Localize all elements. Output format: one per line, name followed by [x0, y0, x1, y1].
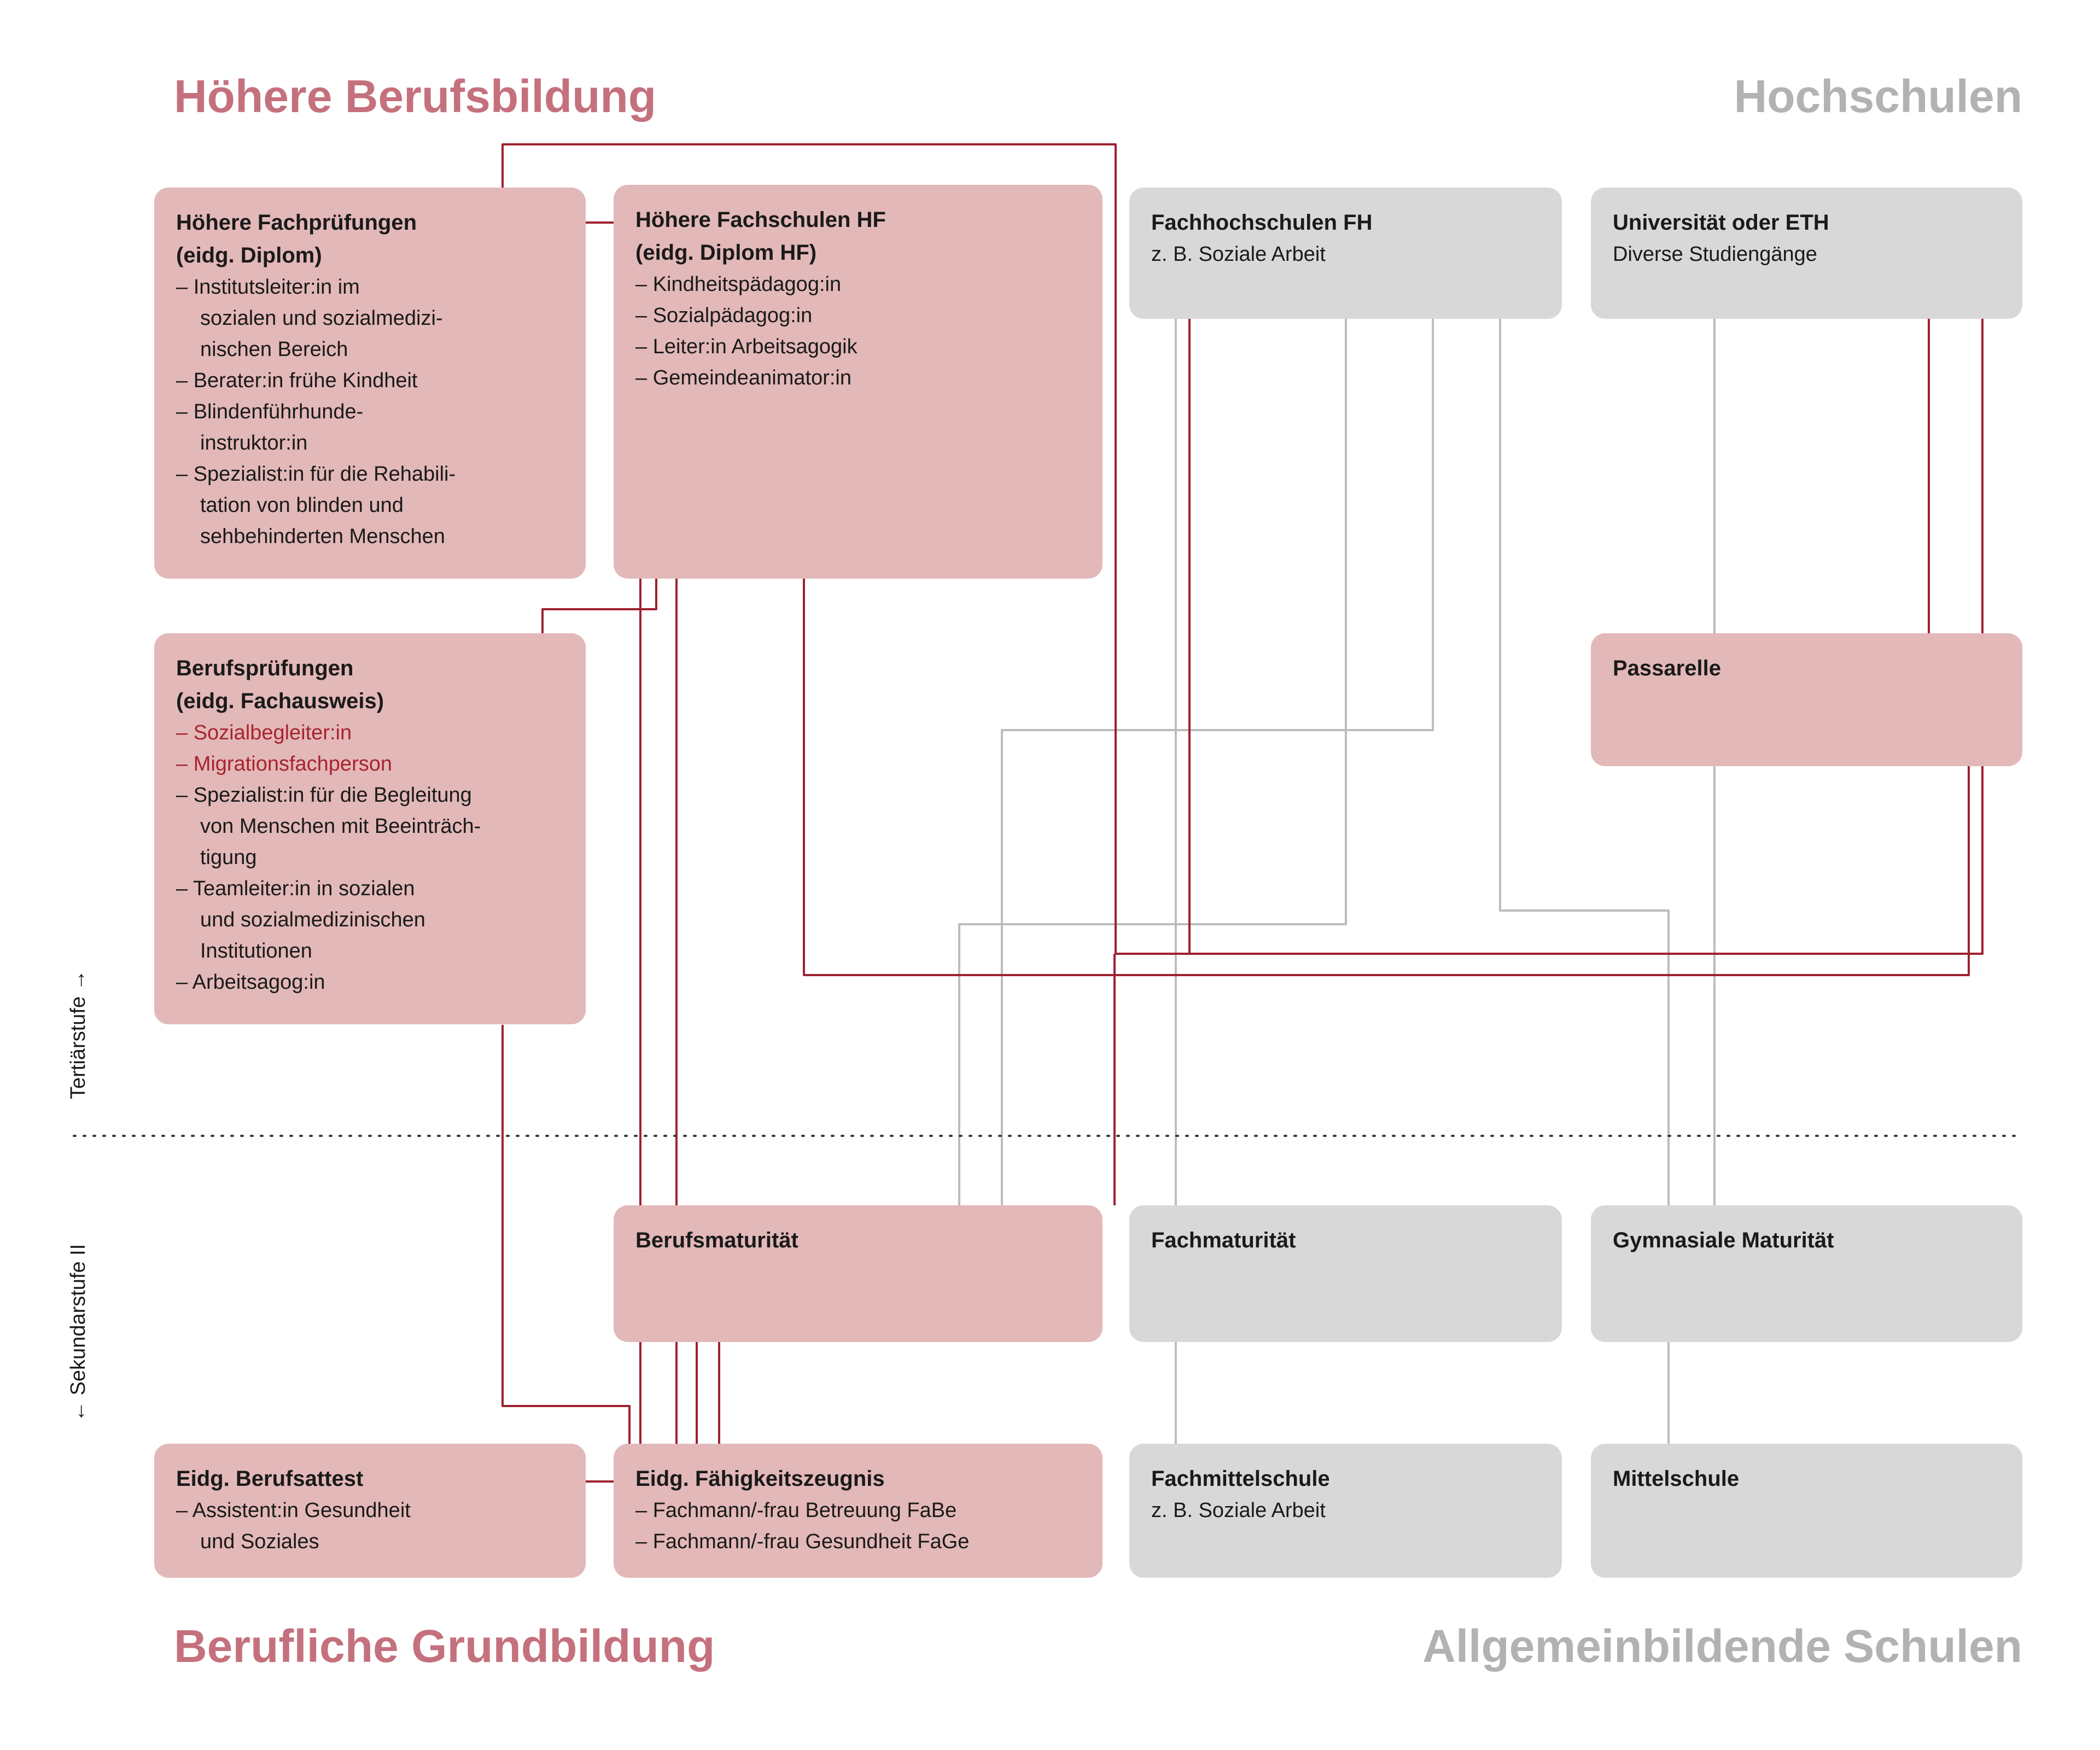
box-title: Fachhochschulen FH: [1151, 211, 1373, 235]
box-hoehere-fachschulen: Höhere Fachschulen HF (eidg. Diplom HF) …: [614, 185, 1102, 579]
axis-label-sekundarstufe: ← Sekundarstufe II: [67, 1244, 90, 1422]
list-item: – Assistent:in Gesundheit und Soziales: [176, 1499, 411, 1553]
red-connectors: [501, 143, 1984, 1483]
box-subtitle: z. B. Soziale Arbeit: [1151, 1499, 1326, 1522]
list-item: – Gemeindeanimator:in: [635, 366, 851, 389]
section-title-hochschulen: Hochschulen: [1734, 71, 2022, 122]
section-title-berufliche-grundbildung: Berufliche Grundbildung: [174, 1620, 715, 1672]
box-universitaet: Universität oder ETH Diverse Studiengäng…: [1591, 188, 2022, 319]
box-title: Universität oder ETH: [1613, 211, 1829, 235]
list-item: – Spezialist:in für die Rehabili- tation…: [176, 463, 456, 548]
box-title: Eidg. Berufsattest: [176, 1467, 364, 1491]
list-item: – Sozialpädagog:in: [635, 304, 813, 327]
box-title: Fachmittelschule: [1151, 1467, 1330, 1491]
box-title: Berufsprüfungen (eidg. Fachausweis): [176, 656, 384, 713]
box-gymnasiale-maturitaet: Gymnasiale Maturität: [1591, 1205, 2022, 1342]
box-subtitle: z. B. Soziale Arbeit: [1151, 243, 1326, 266]
box-title: Berufsmaturität: [635, 1228, 798, 1252]
list-item: – Arbeitsagog:in: [176, 971, 325, 994]
list-item: – Leiter:in Arbeitsagogik: [635, 335, 858, 358]
list-item: – Kindheitspädagog:in: [635, 273, 842, 296]
box-item-list: – Assistent:in Gesundheit und Soziales: [176, 1495, 564, 1558]
list-item: – Sozialbegleiter:in: [176, 721, 352, 744]
list-item: – Teamleiter:in in sozialen und sozialme…: [176, 877, 425, 962]
box-item-list: – Kindheitspädagog:in – Sozialpädagog:in…: [635, 269, 1081, 394]
box-berufsmaturitaet: Berufsmaturität: [614, 1205, 1102, 1342]
list-item: – Spezialist:in für die Begleitung von M…: [176, 784, 481, 869]
box-item-list: – Sozialbegleiter:in – Migrationsfachper…: [176, 718, 564, 998]
section-title-hoehere-berufsbildung: Höhere Berufsbildung: [174, 71, 657, 122]
box-berufspruefungen: Berufsprüfungen (eidg. Fachausweis) – So…: [154, 633, 586, 1024]
box-hoehere-fachpruefungen: Höhere Fachprüfungen (eidg. Diplom) – In…: [154, 188, 586, 579]
box-fachmittelschule: Fachmittelschule z. B. Soziale Arbeit: [1129, 1444, 1562, 1578]
box-title: Eidg. Fähigkeitszeugnis: [635, 1467, 885, 1491]
box-fachhochschulen: Fachhochschulen FH z. B. Soziale Arbeit: [1129, 188, 1562, 319]
box-title: Höhere Fachprüfungen (eidg. Diplom): [176, 211, 417, 267]
axis-label-tertiaerstufe: Tertiärstufe →: [67, 970, 90, 1099]
box-title: Fachmaturität: [1151, 1228, 1296, 1252]
box-mittelschule: Mittelschule: [1591, 1444, 2022, 1578]
box-faehigkeitszeugnis: Eidg. Fähigkeitszeugnis – Fachmann/-frau…: [614, 1444, 1102, 1578]
list-item: – Fachmann/-frau Betreuung FaBe: [635, 1499, 957, 1522]
box-passarelle: Passarelle: [1591, 633, 2022, 766]
list-item: – Blindenführhunde- instruktor:in: [176, 400, 364, 454]
list-item: – Institutsleiter:in im sozialen und soz…: [176, 276, 443, 361]
gray-connectors: [958, 319, 1716, 1444]
box-title: Gymnasiale Maturität: [1613, 1228, 1834, 1252]
list-item: – Migrationsfachperson: [176, 752, 392, 775]
list-item: – Fachmann/-frau Gesundheit FaGe: [635, 1530, 970, 1553]
box-item-list: – Fachmann/-frau Betreuung FaBe – Fachma…: [635, 1495, 1081, 1558]
box-item-list: – Institutsleiter:in im sozialen und soz…: [176, 272, 564, 552]
box-subtitle: Diverse Studiengänge: [1613, 243, 1817, 266]
box-berufsattest: Eidg. Berufsattest – Assistent:in Gesund…: [154, 1444, 586, 1578]
box-title: Passarelle: [1613, 656, 1721, 680]
list-item: – Berater:in frühe Kindheit: [176, 369, 418, 392]
box-title: Mittelschule: [1613, 1467, 1740, 1491]
box-fachmaturitaet: Fachmaturität: [1129, 1205, 1562, 1342]
box-title: Höhere Fachschulen HF (eidg. Diplom HF): [635, 208, 886, 265]
section-title-allgemeinbildende-schulen: Allgemeinbildende Schulen: [1422, 1620, 2022, 1672]
